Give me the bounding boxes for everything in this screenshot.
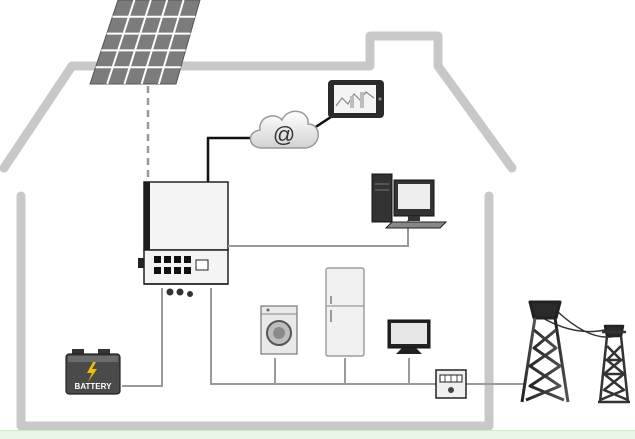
battery-label: BATTERY: [75, 382, 113, 391]
power-transmission-tower-icon: [520, 300, 570, 404]
inverter-icon: [138, 181, 229, 297]
battery-icon: BATTERY: [65, 349, 121, 395]
refrigerator-icon: [325, 267, 365, 357]
television-icon: [387, 319, 431, 354]
solar-panel-icon: [89, 0, 201, 85]
desktop-computer-icon: [371, 173, 448, 229]
bottom-strip: [0, 430, 635, 439]
washing-machine-icon: [260, 305, 298, 355]
power-wiring: [122, 220, 525, 387]
cloud-internet-icon: @: [249, 110, 319, 149]
power-transmission-tower-small-icon: [598, 324, 630, 404]
tablet-monitor-icon: [328, 80, 384, 118]
cloud-at-label: @: [273, 122, 295, 147]
house-outline: [0, 31, 517, 431]
energy-meter-icon: [435, 369, 467, 399]
